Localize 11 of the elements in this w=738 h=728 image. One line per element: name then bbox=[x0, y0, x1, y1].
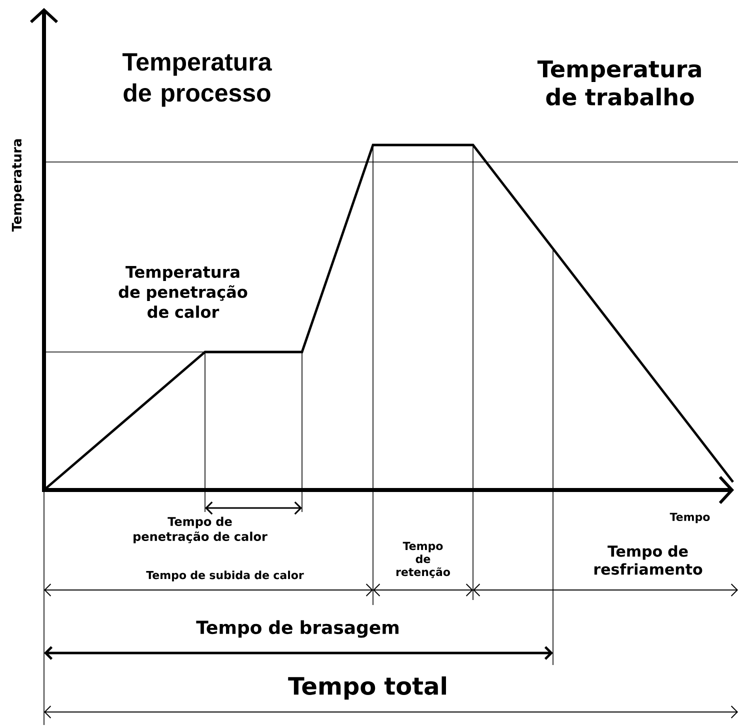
time-label: Tempo de resfriamento bbox=[594, 545, 702, 575]
time-label: Tempo de subida de calor bbox=[146, 570, 304, 582]
time-label: Tempo de brasagem bbox=[196, 620, 398, 638]
time-label: Tempo total bbox=[288, 676, 446, 700]
phase-label: Temperatura de processo bbox=[122, 53, 272, 107]
axis-label: Temperatura bbox=[12, 139, 24, 232]
time-label: Tempo de penetração de calor bbox=[134, 516, 268, 544]
phase-label: Temperatura de trabalho bbox=[537, 60, 701, 106]
axis-label: Tempo bbox=[670, 512, 710, 524]
time-label: Tempo de retenção bbox=[396, 542, 450, 578]
phase-label: Temperatura de penetração de calor bbox=[118, 266, 248, 318]
